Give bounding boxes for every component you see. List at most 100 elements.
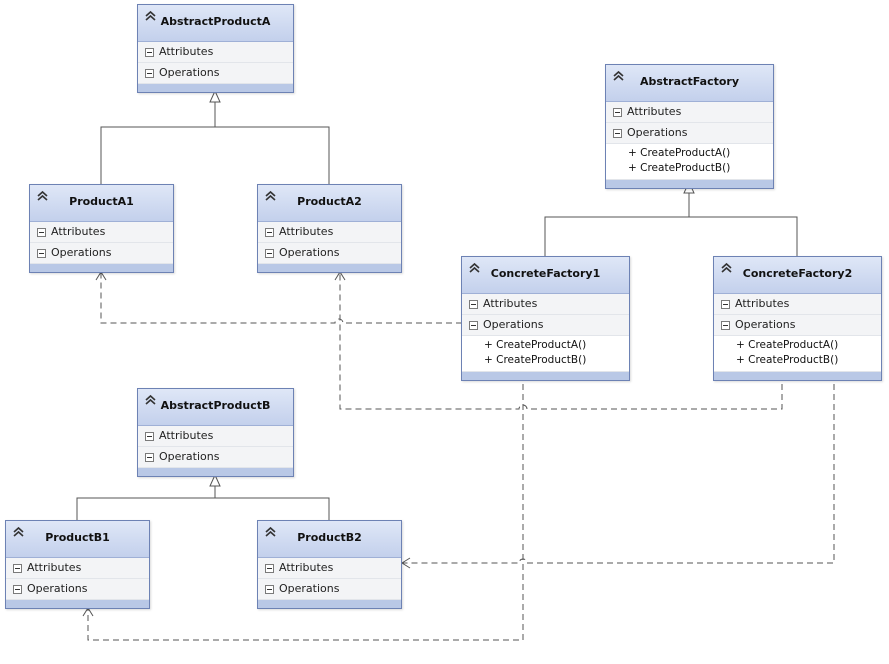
attributes-label: Attributes bbox=[27, 561, 82, 574]
class-product-a1[interactable]: ProductA1 Attributes Operations bbox=[29, 184, 174, 273]
operations-label: Operations bbox=[627, 126, 688, 139]
class-name: ProductB1 bbox=[45, 531, 110, 544]
class-header[interactable]: ConcreteFactory1 bbox=[462, 257, 629, 294]
operations-section[interactable]: Operations bbox=[138, 447, 293, 468]
collapse-minus-icon[interactable] bbox=[265, 249, 274, 258]
operation-item[interactable]: + CreateProductB() bbox=[736, 354, 839, 366]
collapse-minus-icon[interactable] bbox=[265, 228, 274, 237]
collapse-minus-icon[interactable] bbox=[721, 300, 730, 309]
class-header[interactable]: AbstractProductB bbox=[138, 389, 293, 426]
collapse-chevron-icon[interactable] bbox=[144, 394, 157, 406]
collapse-minus-icon[interactable] bbox=[37, 249, 46, 258]
operations-section[interactable]: Operations bbox=[258, 579, 401, 600]
operations-section[interactable]: Operations bbox=[714, 315, 881, 336]
operations-label: Operations bbox=[51, 246, 112, 259]
attributes-label: Attributes bbox=[279, 561, 334, 574]
collapse-minus-icon[interactable] bbox=[145, 69, 154, 78]
dependency-arrowhead-b2 bbox=[401, 557, 411, 569]
collapse-minus-icon[interactable] bbox=[469, 300, 478, 309]
class-abstract-product-a[interactable]: AbstractProductA Attributes Operations bbox=[137, 4, 294, 93]
dependency-cf2-to-product-b2 bbox=[402, 374, 835, 564]
collapse-minus-icon[interactable] bbox=[265, 585, 274, 594]
inheritance-a1-to-abstract-a bbox=[100, 102, 216, 185]
collapse-chevron-icon[interactable] bbox=[36, 190, 49, 202]
dependency-cf1-to-product-a1 bbox=[100, 272, 462, 324]
collapse-chevron-icon[interactable] bbox=[12, 526, 25, 538]
operation-item[interactable]: + CreateProductB() bbox=[628, 162, 731, 174]
collapse-minus-icon[interactable] bbox=[37, 228, 46, 237]
operations-label: Operations bbox=[279, 246, 340, 259]
operation-item[interactable]: + CreateProductA() bbox=[736, 339, 839, 351]
attributes-label: Attributes bbox=[735, 297, 790, 310]
class-header[interactable]: ProductB2 bbox=[258, 521, 401, 558]
operations-section[interactable]: Operations bbox=[606, 123, 773, 144]
operation-item[interactable]: + CreateProductA() bbox=[484, 339, 587, 351]
class-product-b1[interactable]: ProductB1 Attributes Operations bbox=[5, 520, 150, 609]
class-name: AbstractProductA bbox=[160, 15, 271, 28]
class-footer bbox=[6, 600, 149, 608]
collapse-chevron-icon[interactable] bbox=[612, 70, 625, 82]
collapse-chevron-icon[interactable] bbox=[264, 190, 277, 202]
collapse-minus-icon[interactable] bbox=[13, 585, 22, 594]
inheritance-b2-to-abstract-b bbox=[215, 497, 330, 521]
attributes-section[interactable]: Attributes bbox=[30, 222, 173, 243]
collapse-minus-icon[interactable] bbox=[145, 453, 154, 462]
collapse-minus-icon[interactable] bbox=[613, 108, 622, 117]
operations-list: + CreateProductA() + CreateProductB() bbox=[714, 336, 881, 372]
attributes-section[interactable]: Attributes bbox=[462, 294, 629, 315]
inheritance-b1-to-abstract-b bbox=[76, 486, 216, 521]
operations-section[interactable]: Operations bbox=[462, 315, 629, 336]
operations-section[interactable]: Operations bbox=[30, 243, 173, 264]
class-concrete-factory2[interactable]: ConcreteFactory2 Attributes Operations +… bbox=[713, 256, 882, 381]
class-header[interactable]: ProductB1 bbox=[6, 521, 149, 558]
operations-list: + CreateProductA() + CreateProductB() bbox=[606, 144, 773, 180]
operations-label: Operations bbox=[27, 582, 88, 595]
class-footer bbox=[30, 264, 173, 272]
attributes-section[interactable]: Attributes bbox=[138, 42, 293, 63]
operations-section[interactable]: Operations bbox=[258, 243, 401, 264]
collapse-minus-icon[interactable] bbox=[469, 321, 478, 330]
attributes-label: Attributes bbox=[159, 429, 214, 442]
attributes-section[interactable]: Attributes bbox=[606, 102, 773, 123]
class-concrete-factory1[interactable]: ConcreteFactory1 Attributes Operations +… bbox=[461, 256, 630, 381]
attributes-label: Attributes bbox=[627, 105, 682, 118]
operations-section[interactable]: Operations bbox=[138, 63, 293, 84]
attributes-section[interactable]: Attributes bbox=[6, 558, 149, 579]
class-header[interactable]: AbstractFactory bbox=[606, 65, 773, 102]
collapse-chevron-icon[interactable] bbox=[468, 262, 481, 274]
class-footer bbox=[714, 372, 881, 380]
collapse-minus-icon[interactable] bbox=[145, 432, 154, 441]
collapse-minus-icon[interactable] bbox=[265, 564, 274, 573]
collapse-chevron-icon[interactable] bbox=[144, 10, 157, 22]
class-name: AbstractFactory bbox=[639, 75, 740, 88]
attributes-section[interactable]: Attributes bbox=[258, 558, 401, 579]
class-name: ConcreteFactory2 bbox=[742, 267, 853, 280]
class-footer bbox=[606, 180, 773, 188]
operation-item[interactable]: + CreateProductA() bbox=[628, 147, 731, 159]
attributes-section[interactable]: Attributes bbox=[714, 294, 881, 315]
collapse-chevron-icon[interactable] bbox=[720, 262, 733, 274]
collapse-chevron-icon[interactable] bbox=[264, 526, 277, 538]
class-header[interactable]: ConcreteFactory2 bbox=[714, 257, 881, 294]
class-header[interactable]: ProductA1 bbox=[30, 185, 173, 222]
collapse-minus-icon[interactable] bbox=[613, 129, 622, 138]
attributes-section[interactable]: Attributes bbox=[138, 426, 293, 447]
collapse-minus-icon[interactable] bbox=[13, 564, 22, 573]
class-product-b2[interactable]: ProductB2 Attributes Operations bbox=[257, 520, 402, 609]
class-name: ProductA1 bbox=[69, 195, 134, 208]
attributes-label: Attributes bbox=[51, 225, 106, 238]
class-product-a2[interactable]: ProductA2 Attributes Operations bbox=[257, 184, 402, 273]
operations-section[interactable]: Operations bbox=[6, 579, 149, 600]
collapse-minus-icon[interactable] bbox=[721, 321, 730, 330]
class-header[interactable]: ProductA2 bbox=[258, 185, 401, 222]
operations-label: Operations bbox=[735, 318, 796, 331]
collapse-minus-icon[interactable] bbox=[145, 48, 154, 57]
operation-item[interactable]: + CreateProductB() bbox=[484, 354, 587, 366]
operations-label: Operations bbox=[159, 450, 220, 463]
class-footer bbox=[138, 468, 293, 476]
class-abstract-factory[interactable]: AbstractFactory Attributes Operations + … bbox=[605, 64, 774, 189]
class-abstract-product-b[interactable]: AbstractProductB Attributes Operations bbox=[137, 388, 294, 477]
attributes-section[interactable]: Attributes bbox=[258, 222, 401, 243]
class-name: ProductA2 bbox=[297, 195, 362, 208]
class-header[interactable]: AbstractProductA bbox=[138, 5, 293, 42]
